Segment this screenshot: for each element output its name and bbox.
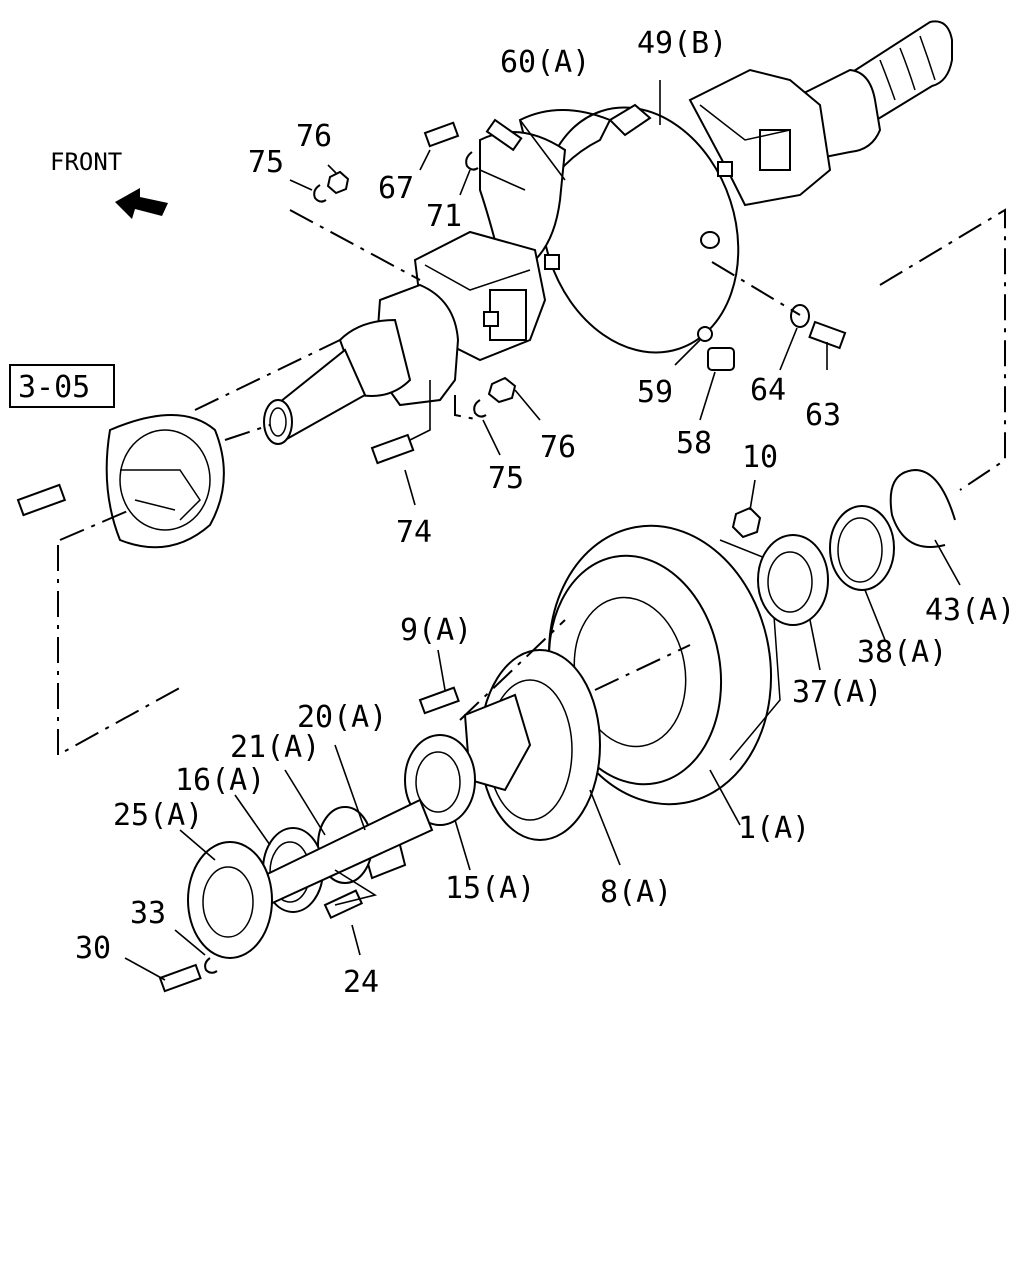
oring-59 bbox=[697, 326, 713, 342]
snap-ring-43 bbox=[889, 468, 956, 548]
assembly-line bbox=[57, 545, 186, 757]
callout-64: 64 bbox=[750, 373, 786, 408]
bolt-63 bbox=[808, 320, 847, 350]
washer-75b bbox=[473, 399, 487, 418]
callout-30: 30 bbox=[75, 931, 111, 966]
bearing-37 bbox=[757, 534, 829, 626]
bolt-30 bbox=[158, 963, 202, 993]
callout-49: 49(B) bbox=[637, 26, 727, 61]
callout-60: 60(A) bbox=[500, 45, 590, 80]
assembly-line bbox=[454, 395, 481, 421]
callout-1: 1(A) bbox=[738, 811, 810, 846]
callout-38: 38(A) bbox=[857, 635, 947, 670]
callout-20: 20(A) bbox=[297, 700, 387, 735]
callout-75: 75 bbox=[248, 145, 284, 180]
nut-76a bbox=[326, 170, 350, 195]
callout-76: 76 bbox=[296, 119, 332, 154]
callout-63: 63 bbox=[805, 398, 841, 433]
snap-71 bbox=[465, 151, 479, 171]
backing-plate bbox=[105, 414, 225, 549]
bearing-15 bbox=[404, 734, 476, 826]
callout-33: 33 bbox=[130, 896, 166, 931]
callout-21: 21(A) bbox=[230, 730, 320, 765]
bolt-left bbox=[16, 483, 67, 517]
nut-76b bbox=[487, 376, 517, 404]
bolt-60 bbox=[485, 118, 523, 152]
assembly-line bbox=[711, 261, 801, 316]
callout-8: 8(A) bbox=[600, 875, 672, 910]
assembly-line bbox=[194, 339, 341, 411]
seal-38 bbox=[829, 505, 895, 591]
callout-10: 10 bbox=[742, 440, 778, 475]
bolt-67 bbox=[423, 121, 460, 148]
axle-housing bbox=[263, 20, 953, 445]
callout-16: 16(A) bbox=[175, 763, 265, 798]
callout-59: 59 bbox=[637, 375, 673, 410]
callout-25: 25(A) bbox=[113, 798, 203, 833]
assembly-line bbox=[59, 509, 131, 541]
callout-24: 24 bbox=[343, 965, 379, 1000]
leader-lines bbox=[124, 80, 961, 981]
ref-box[interactable] bbox=[9, 364, 115, 408]
plug-58 bbox=[707, 347, 735, 371]
callout-15: 15(A) bbox=[445, 871, 535, 906]
ref-box-label: 3-05 bbox=[18, 370, 90, 405]
callout-75b: 75 bbox=[488, 461, 524, 496]
washer-33 bbox=[204, 957, 218, 974]
callout-67: 67 bbox=[378, 171, 414, 206]
bolt-74 bbox=[370, 433, 415, 465]
bolt-24 bbox=[323, 889, 364, 920]
assembly-line bbox=[594, 644, 691, 691]
front-arrow-icon bbox=[115, 188, 168, 219]
washer-64 bbox=[790, 304, 810, 328]
washer-75a bbox=[313, 184, 327, 203]
callout-43: 43(A) bbox=[925, 593, 1015, 628]
callout-71: 71 bbox=[426, 199, 462, 234]
callout-74: 74 bbox=[396, 515, 432, 550]
nut-10 bbox=[731, 506, 762, 539]
callout-9: 9(A) bbox=[400, 613, 472, 648]
bolt-9 bbox=[418, 686, 460, 715]
callout-37: 37(A) bbox=[792, 675, 882, 710]
front-label: FRONT bbox=[50, 148, 122, 176]
wheel-hub bbox=[463, 649, 601, 841]
assembly-line bbox=[879, 208, 1006, 491]
hub-cap-25 bbox=[187, 841, 273, 959]
assembly-line bbox=[289, 209, 421, 281]
assembly-line bbox=[224, 424, 271, 441]
assembly-line bbox=[459, 619, 566, 721]
callout-76b: 76 bbox=[540, 430, 576, 465]
callout-58: 58 bbox=[676, 426, 712, 461]
